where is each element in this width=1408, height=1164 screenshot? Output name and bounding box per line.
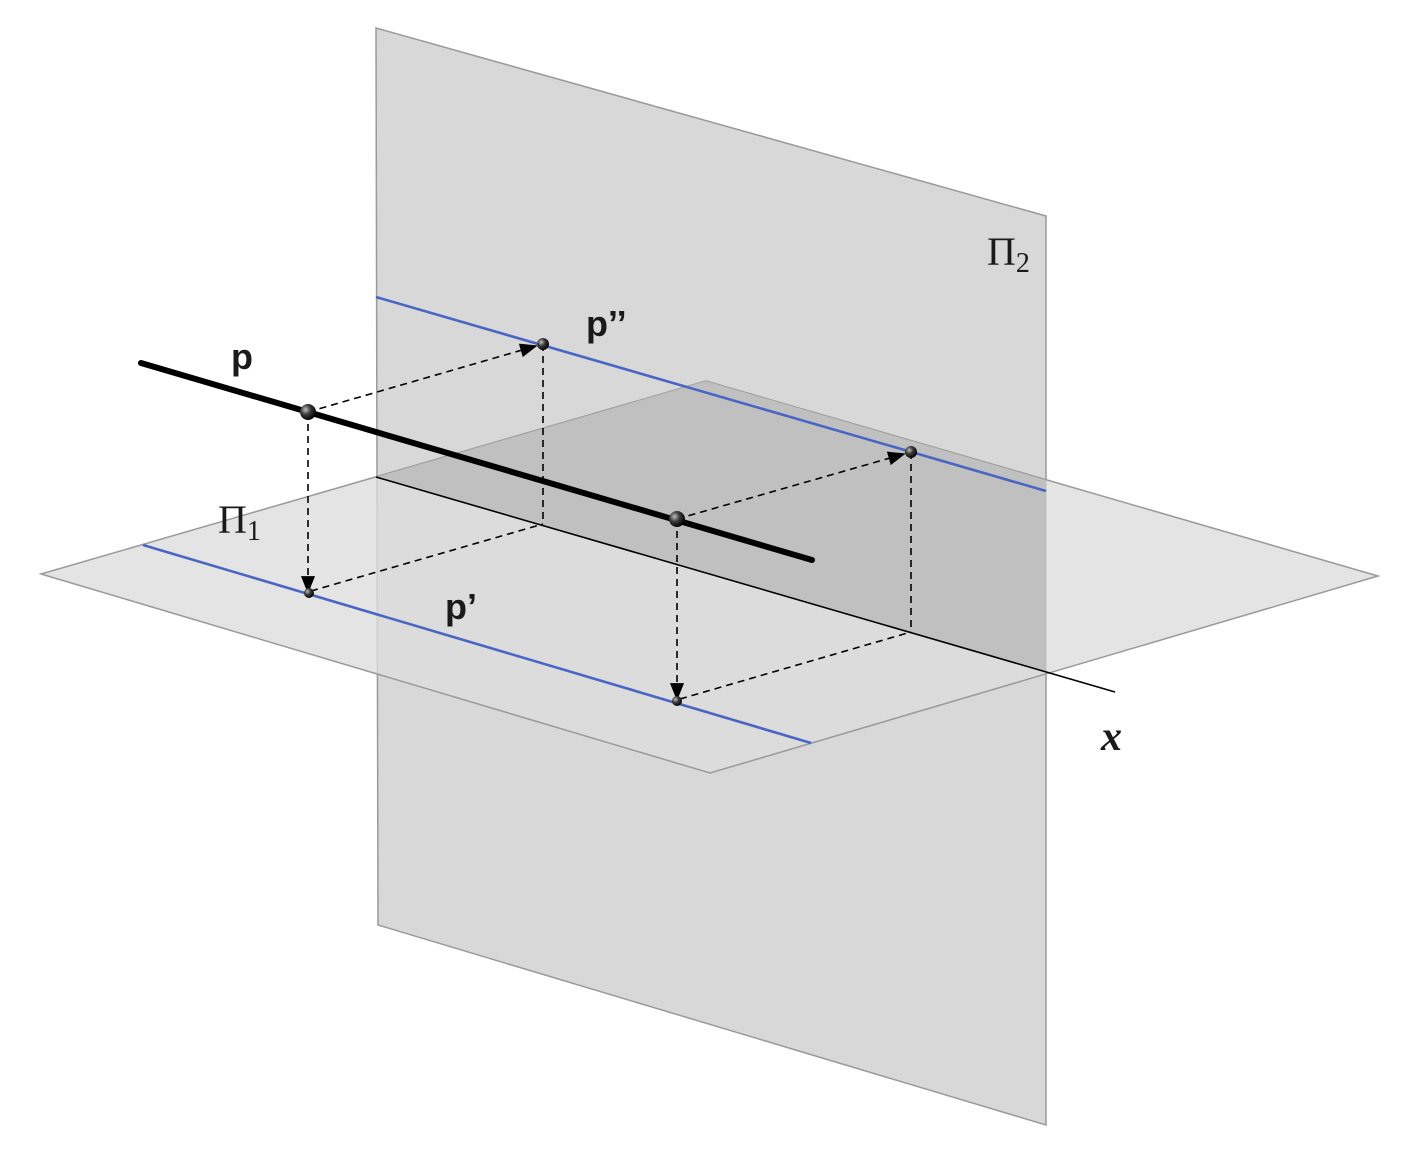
point-a-prime [304,588,314,598]
label-pi1-symbol: Π [218,497,247,542]
projector-b-to-pi2 [676,451,906,520]
point-a [300,404,316,420]
label-pi2-subscript: 2 [1016,248,1030,279]
label-pi1-subscript: 1 [247,516,261,547]
line-p-prime [142,543,812,745]
points [300,338,917,706]
construction-lines [300,343,912,701]
label-axis-x: x [1100,714,1122,760]
point-a-double-prime [537,338,549,350]
line-p-double-prime [375,295,1047,493]
label-pi2: Π2 [987,229,1030,279]
label-p-double-prime: p’’ [586,303,627,344]
point-b-double-prime [905,446,917,458]
point-b-prime [672,696,682,706]
plane-pi1 [38,380,1381,774]
line-p [138,360,815,563]
label-p: p [231,336,253,377]
label-pi2-symbol: Π [987,229,1016,274]
projector-a-to-pi2 [307,343,538,413]
point-b [669,511,685,527]
axis-x-line [375,476,1116,693]
recall-line-b-horizontal [679,631,912,700]
recall-line-a-horizontal [310,523,544,592]
label-p-prime: p’ [445,586,477,627]
label-pi1: Π1 [218,497,261,547]
